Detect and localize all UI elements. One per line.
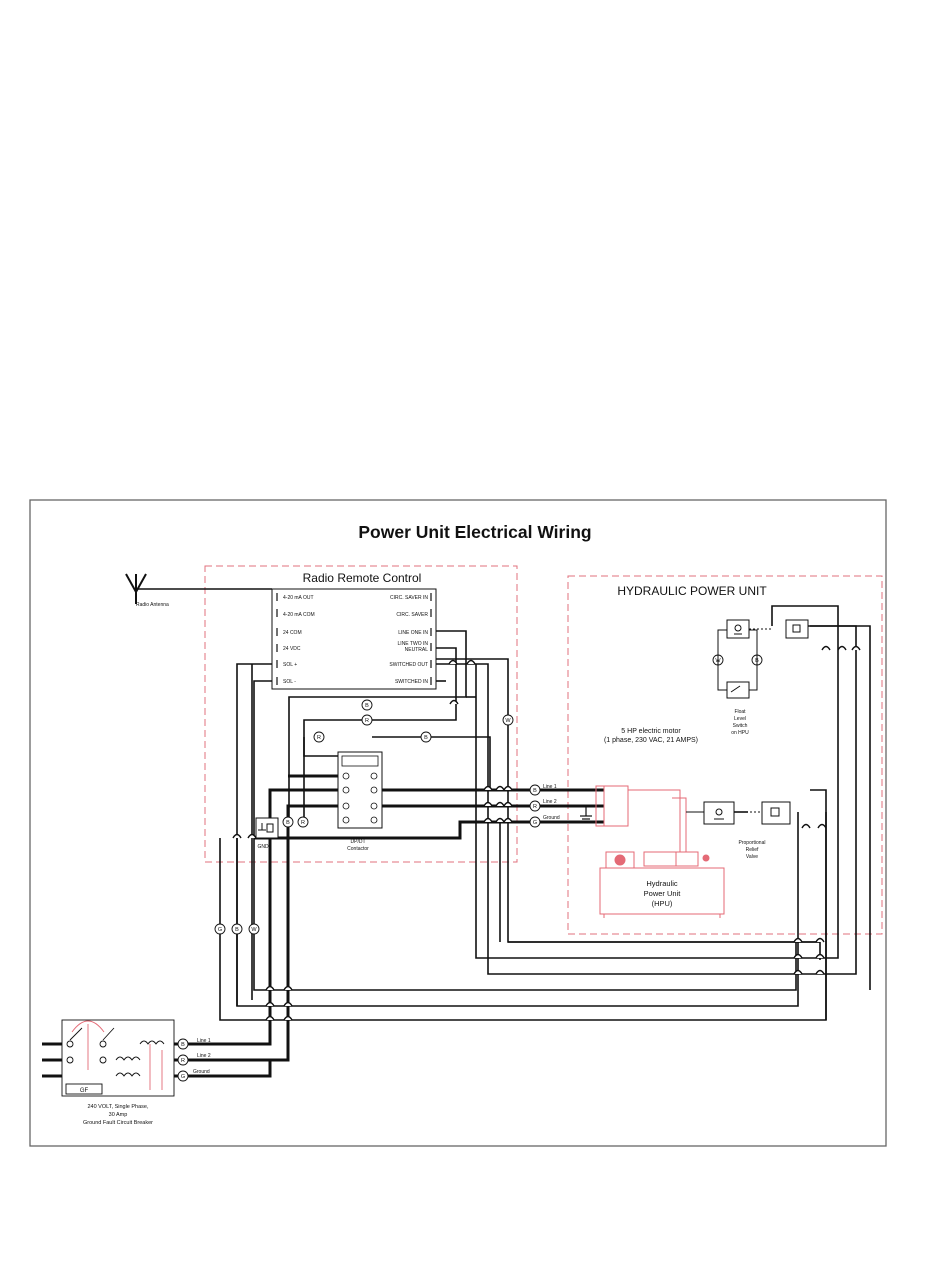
marker-r: R: [301, 820, 305, 826]
marker-b: B: [235, 927, 239, 933]
breaker-ground-label: Ground: [193, 1069, 210, 1075]
marker-w: W: [505, 718, 511, 724]
marker-b: B: [424, 735, 428, 741]
remote-terminal-block: [271, 588, 437, 690]
contactor-label-2: Contactor: [347, 846, 369, 852]
terminal-line-two-in: LINE TWO IN: [398, 641, 429, 647]
diagram-border: [29, 499, 887, 1147]
terminal-4-20-out: 4-20 mA OUT: [283, 595, 314, 601]
wire-crossovers: [232, 645, 861, 1021]
float-switch-label-1: Float: [734, 709, 746, 715]
hpu-unit-label-2: Power Unit: [644, 889, 682, 898]
breaker-line1-label: Line 1: [197, 1038, 211, 1044]
hydraulic-power-unit: [595, 785, 725, 918]
terminal-4-20-com: 4-20 mA COM: [283, 612, 315, 618]
breaker-caption-1: 240 VOLT, Single Phase,: [87, 1104, 149, 1110]
breaker-caption-2: 30 Amp: [109, 1112, 128, 1118]
float-switch-label-2: Level: [734, 716, 746, 722]
marker-b: B: [286, 820, 290, 826]
antenna-icon: [125, 573, 272, 604]
terminal-sol-minus: SOL -: [283, 679, 296, 685]
marker-w: W: [251, 927, 257, 933]
hpu-line2-label: Line 2: [543, 799, 557, 805]
control-wiring: [219, 605, 871, 1021]
marker-g: G: [181, 1074, 185, 1080]
float-switch: [717, 619, 809, 699]
relief-valve-label-3: Valve: [746, 854, 758, 860]
relief-valve: [686, 801, 791, 825]
antenna-label: Radio Antenna: [136, 602, 169, 608]
relief-valve-label-1: Proportional: [739, 840, 766, 846]
hpu-unit-label-1: Hydraulic: [646, 879, 678, 888]
terminal-switched-out: SWITCHED OUT: [389, 662, 428, 668]
marker-r: R: [317, 735, 321, 741]
relief-valve-label-2: Relief: [746, 847, 759, 853]
wire-markers: [177, 654, 763, 1082]
marker-g: G: [533, 820, 537, 826]
hpu-line1-label: Line 1: [543, 784, 557, 790]
gnd-label: GND: [257, 844, 269, 850]
hpu-title: HYDRAULIC POWER UNIT: [617, 584, 767, 598]
marker-r: R: [181, 1058, 185, 1064]
gnd-block: [255, 817, 279, 839]
diagram-title: Power Unit Electrical Wiring: [358, 522, 591, 542]
terminal-24-vdc: 24 VDC: [283, 646, 301, 652]
breaker: [61, 1019, 175, 1097]
terminal-switched-in: SWITCHED IN: [395, 679, 428, 685]
hpu-enclosure: [567, 575, 883, 935]
contactor-label-1: DP/DT: [351, 839, 366, 845]
hpu-ground-label: Ground: [543, 815, 560, 821]
marker-r: R: [365, 718, 369, 724]
float-switch-label-3: Switch: [733, 723, 748, 729]
marker-g: G: [218, 927, 222, 933]
remote-enclosure: [204, 565, 518, 863]
gf-label: GF: [80, 1088, 89, 1094]
breaker-line2-label: Line 2: [197, 1053, 211, 1059]
hpu-unit-label-3: (HPU): [652, 899, 673, 908]
terminal-circ-saver: CIRC. SAVER: [396, 612, 428, 618]
contactor: [337, 751, 383, 829]
marker-b: B: [533, 788, 537, 794]
terminal-sol-plus: SOL +: [283, 662, 297, 668]
breaker-caption-3: Ground Fault Circuit Breaker: [83, 1120, 153, 1126]
terminal-line-one-in: LINE ONE IN: [398, 630, 428, 636]
terminal-24-com: 24 COM: [283, 630, 302, 636]
terminal-neutral: NEUTRAL: [405, 647, 429, 653]
marker-r: R: [533, 804, 537, 810]
ground-icon: [580, 806, 592, 823]
marker-b: B: [365, 703, 369, 709]
marker-b: B: [181, 1042, 185, 1048]
float-switch-label-4: on HPU: [731, 730, 749, 736]
motor-spec: (1 phase, 230 VAC, 21 AMPS): [604, 737, 698, 744]
terminal-circ-saver-in: CIRC. SAVER IN: [390, 595, 428, 601]
motor-label: 5 HP electric motor: [621, 728, 681, 735]
remote-title: Radio Remote Control: [303, 571, 422, 585]
